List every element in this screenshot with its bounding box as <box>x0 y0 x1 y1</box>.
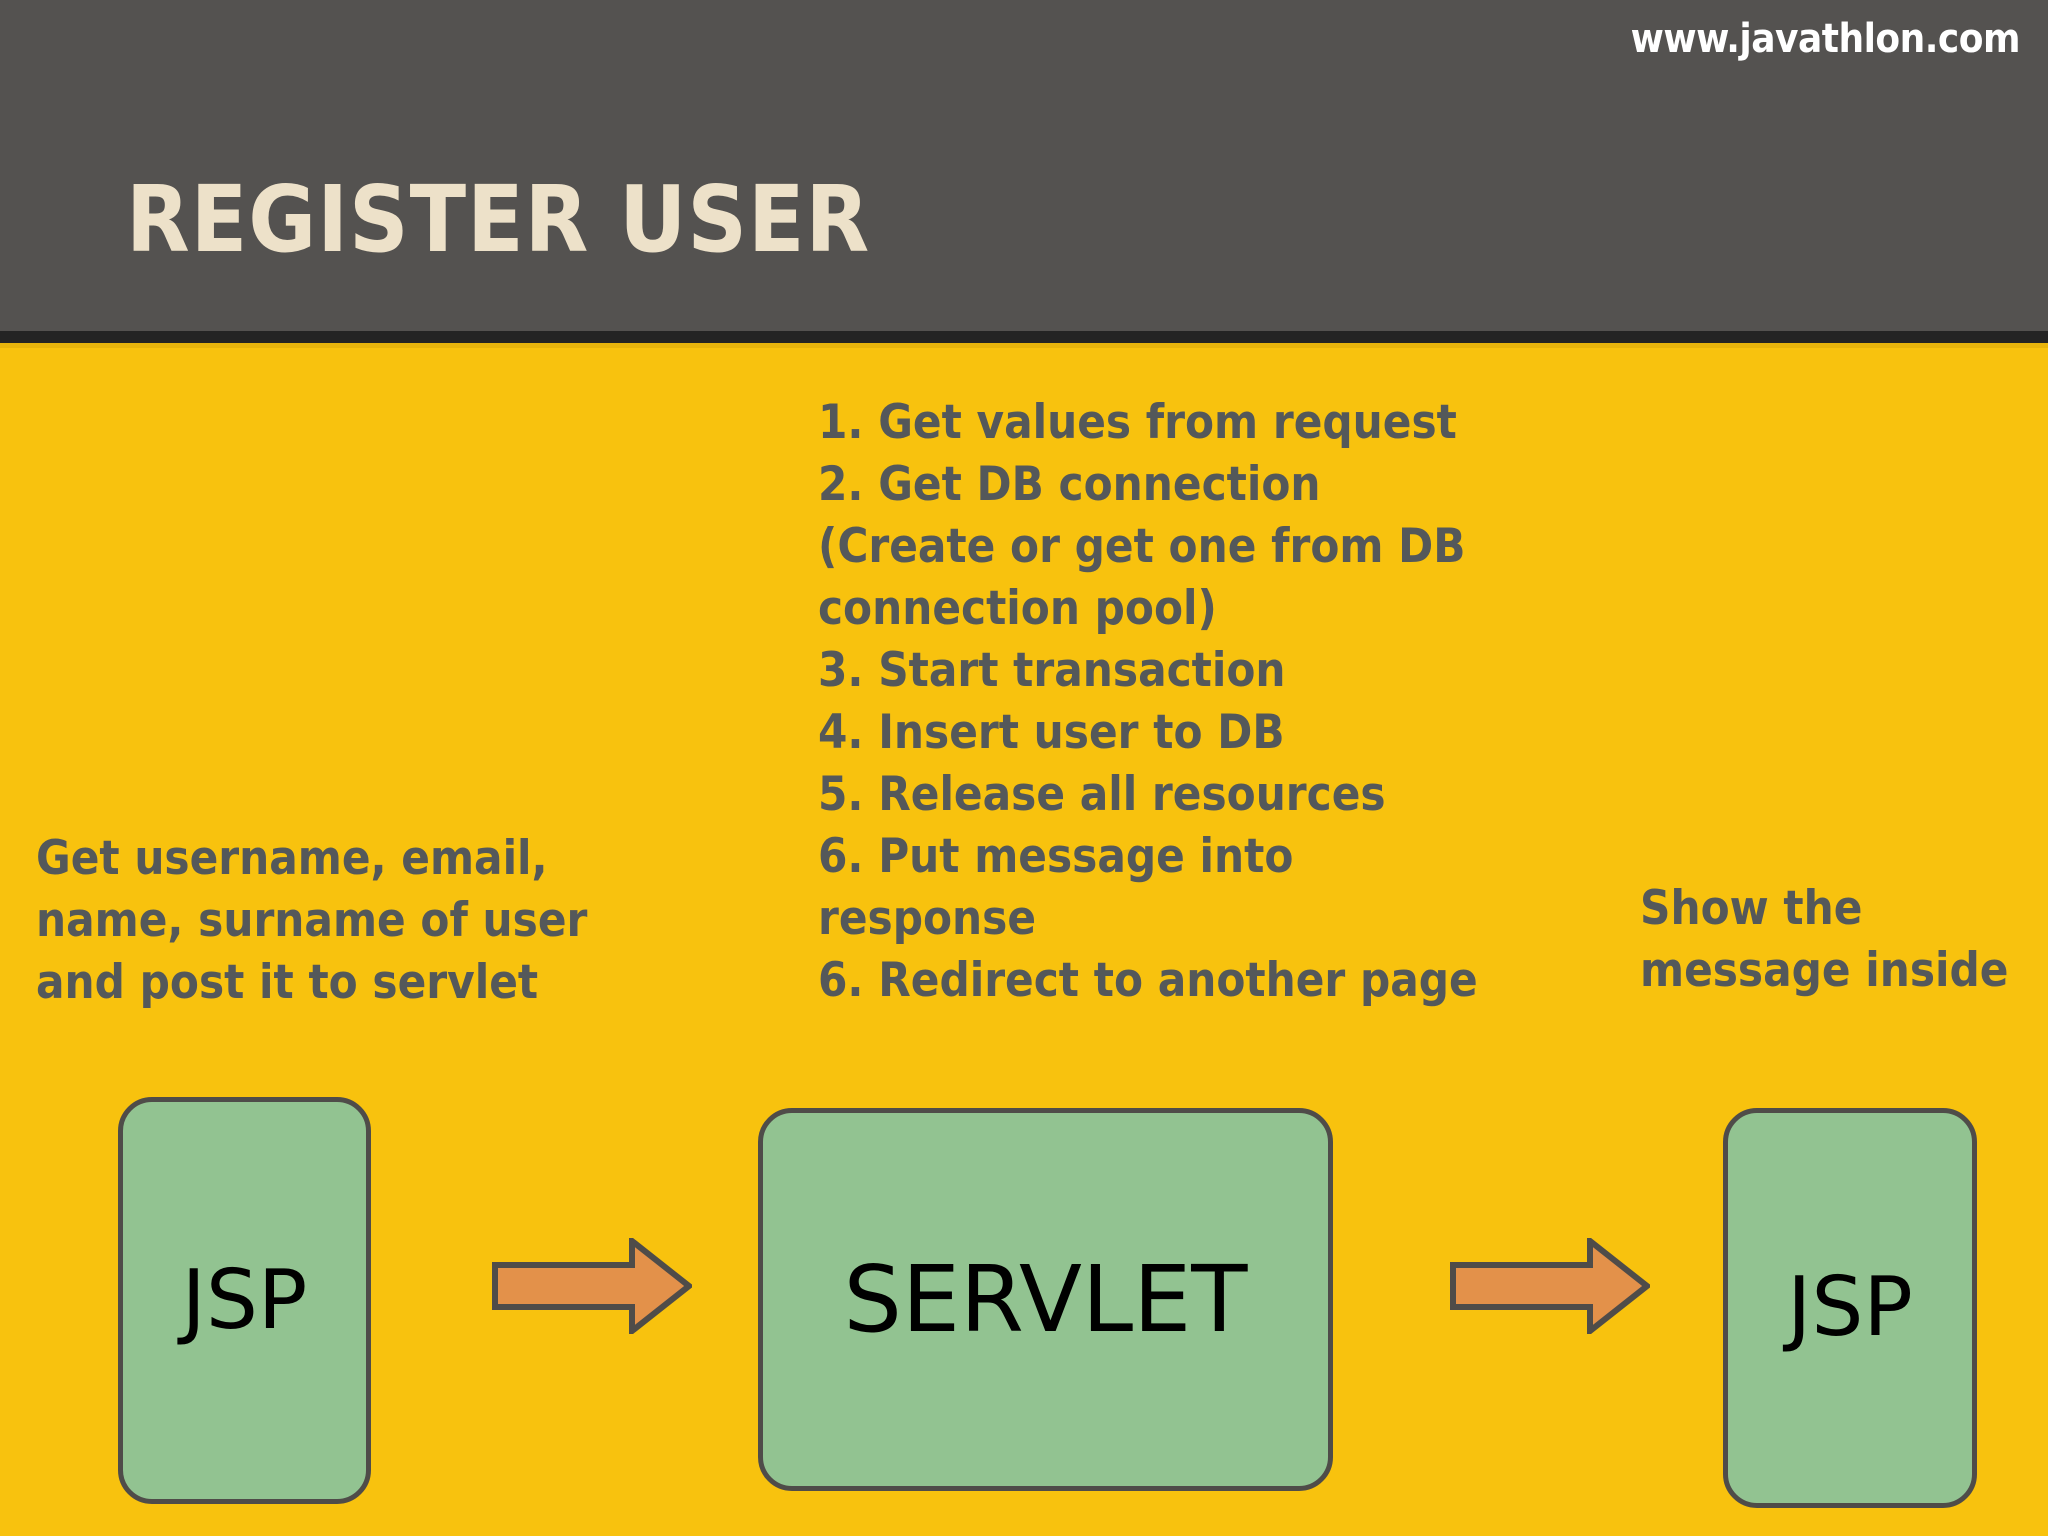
list-item: 6. Put message into response <box>818 829 1294 946</box>
flow-arrow-jsp-to-servlet <box>492 1234 694 1338</box>
flow-arrow-servlet-to-jsp <box>1450 1234 1652 1338</box>
note-left-jsp: Get username, email, name, surname of us… <box>36 831 588 1010</box>
header-accent-divider <box>0 343 2048 348</box>
node-jsp-left: JSP <box>118 1097 371 1504</box>
list-item: 2. Get DB connection (Create or get one … <box>818 457 1466 636</box>
list-item: 3. Start transaction <box>818 643 1286 698</box>
node-jsp-right: JSP <box>1723 1108 1977 1508</box>
site-watermark: www.javathlon.com <box>1630 16 2021 62</box>
slide-header <box>0 0 2048 331</box>
node-servlet: SERVLET <box>758 1108 1333 1491</box>
list-item: 5. Release all resources <box>818 767 1386 822</box>
node-label: JSP <box>181 1252 308 1348</box>
list-item: 4. Insert user to DB <box>818 705 1285 760</box>
note-right-jsp: Show the message inside <box>1640 881 2009 998</box>
list-item: 6. Redirect to another page <box>818 953 1478 1008</box>
header-divider <box>0 331 2048 343</box>
node-label: JSP <box>1787 1260 1913 1355</box>
node-label: SERVLET <box>843 1245 1248 1353</box>
page-title: REGISTER USER <box>126 166 871 273</box>
servlet-steps-list: 1. Get values from request 2. Get DB con… <box>818 392 1488 1012</box>
list-item: 1. Get values from request <box>818 395 1457 450</box>
